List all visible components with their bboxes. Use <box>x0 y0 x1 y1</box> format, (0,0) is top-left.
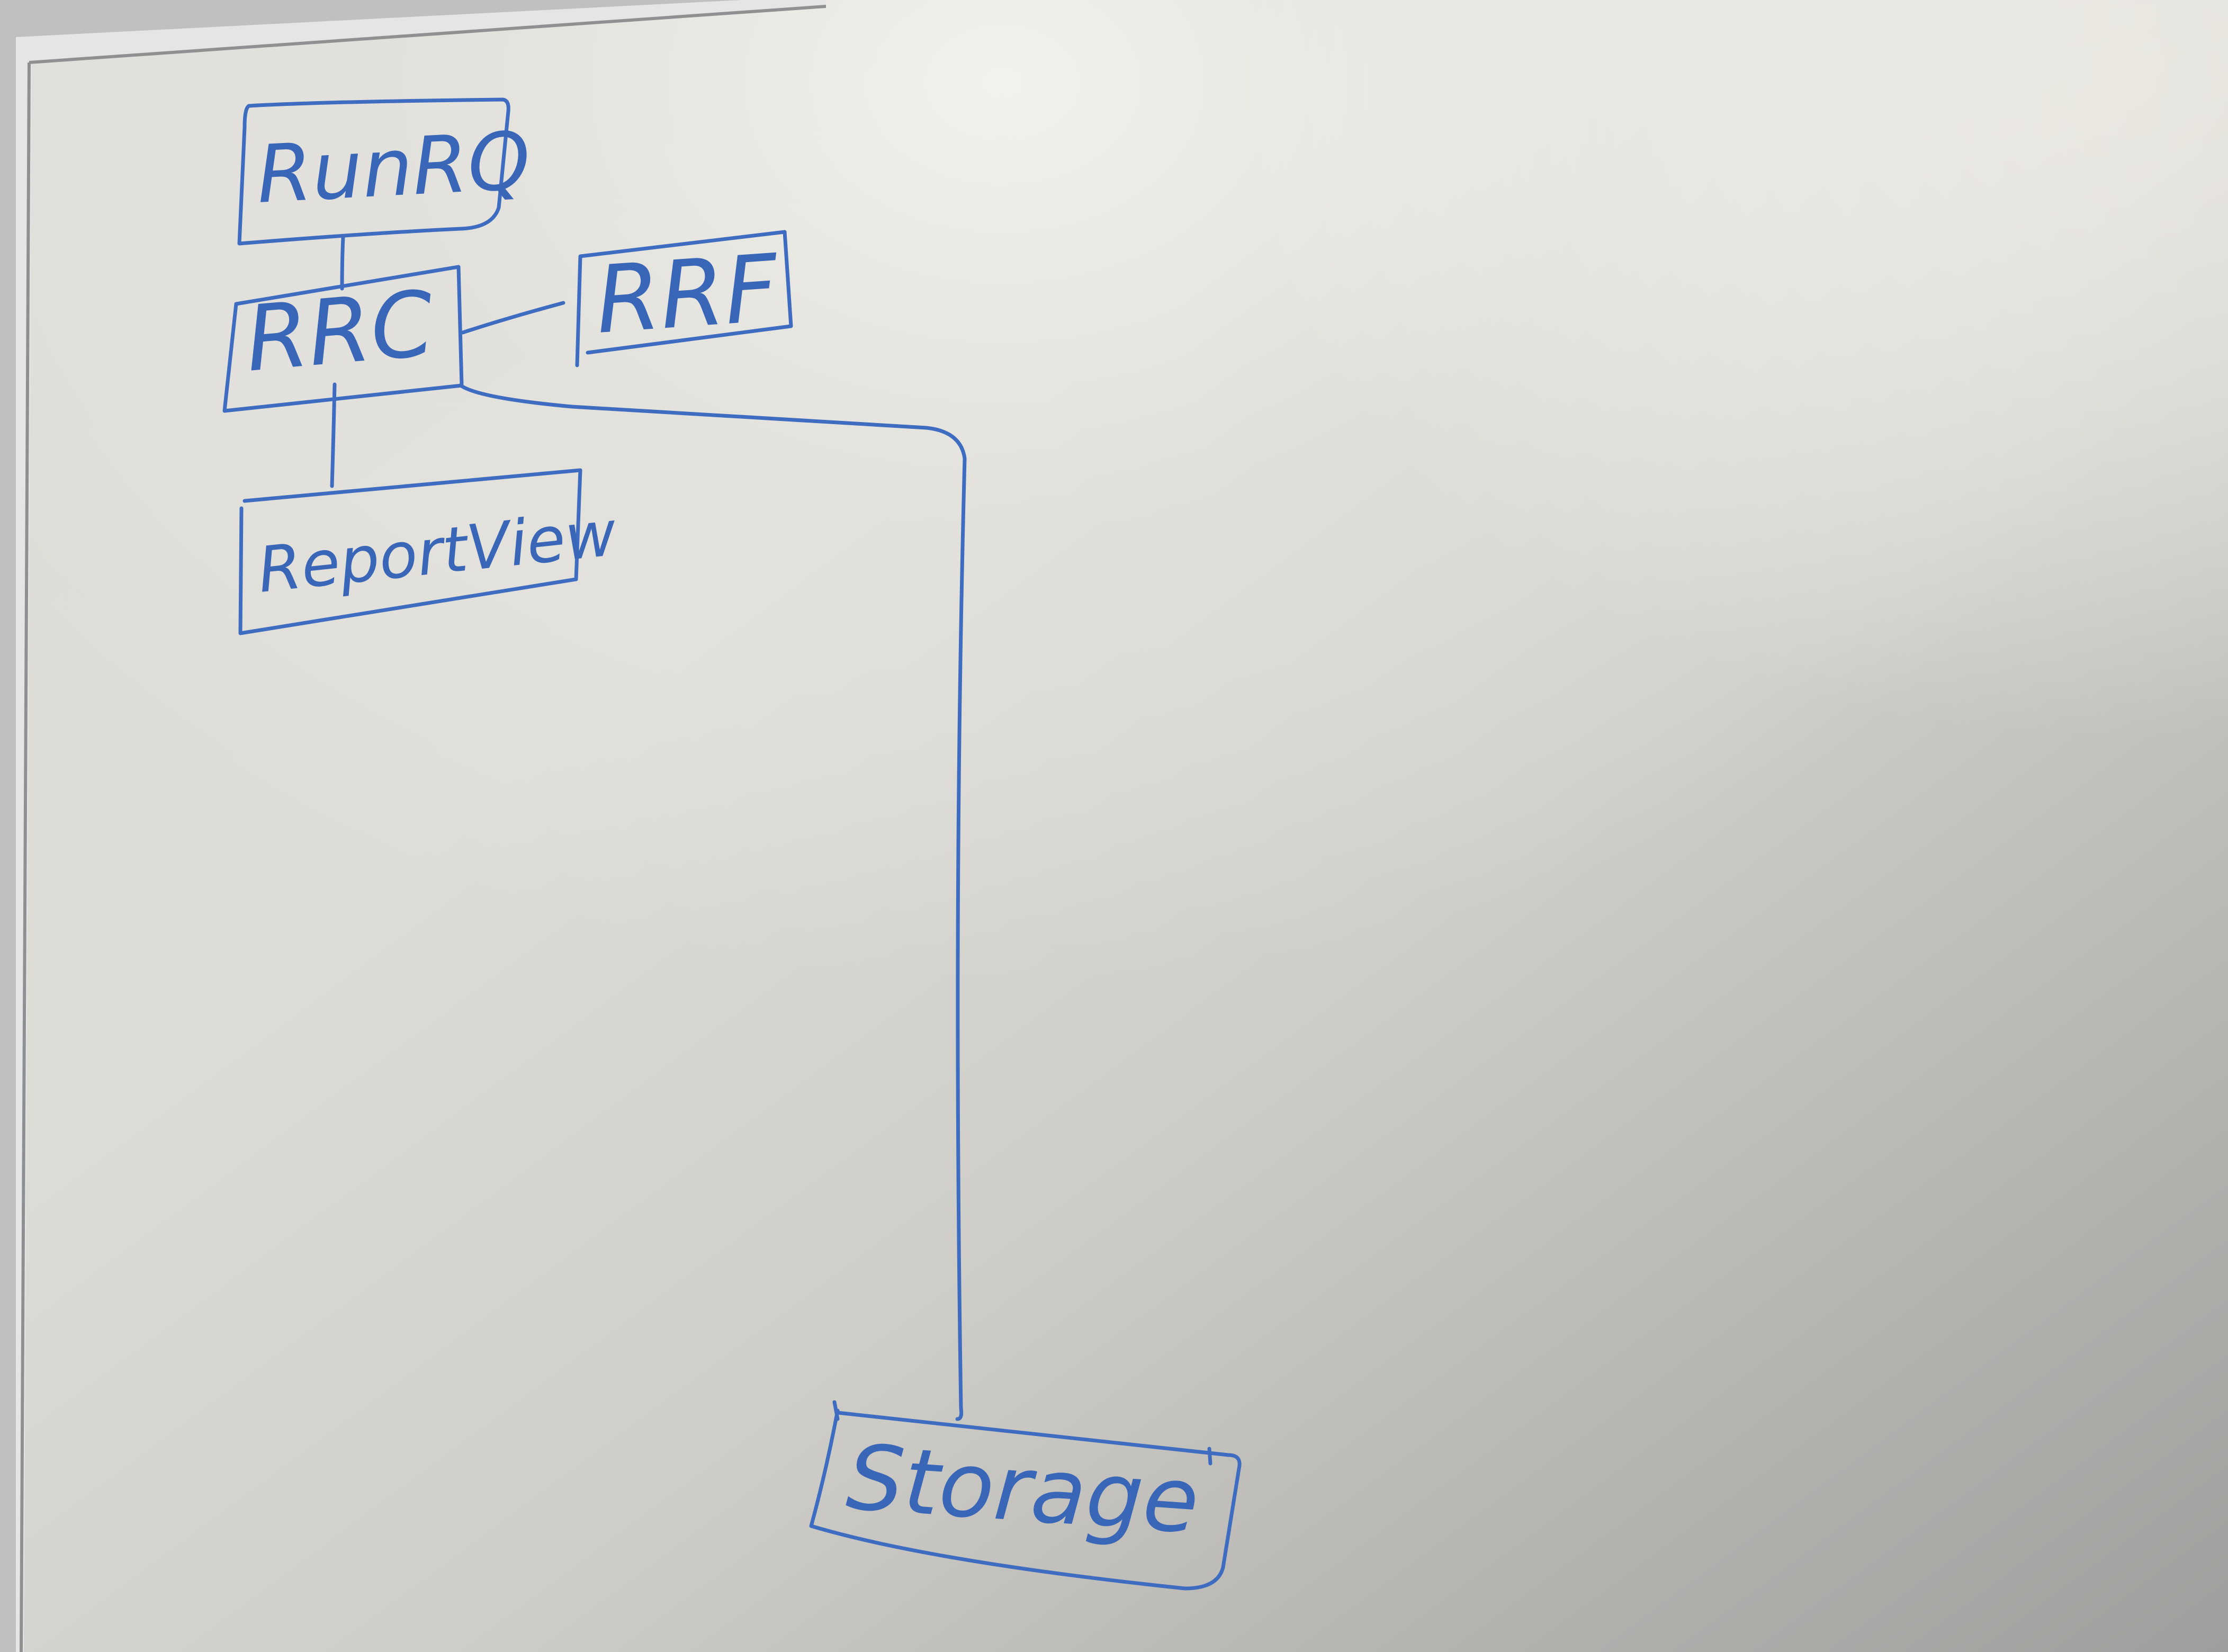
node-rrc: RRC <box>222 265 464 413</box>
node-storage: Storage <box>809 1400 1242 1591</box>
node-rrc-label: RRC <box>241 272 438 392</box>
node-rrf: RRF <box>575 230 793 367</box>
edge-rrc-storage <box>459 383 967 1421</box>
node-runrq-label: RunRQ <box>255 115 533 221</box>
node-storage-label: Storage <box>843 1425 1202 1554</box>
edge-runrq-rrc <box>340 235 345 291</box>
whiteboard-frame <box>0 0 826 1652</box>
edge-rrc-reportview <box>330 382 337 488</box>
node-runrq: RunRQ <box>237 97 533 246</box>
node-rrf-label: RRF <box>592 235 783 355</box>
edge-rrc-rrf <box>461 301 565 335</box>
